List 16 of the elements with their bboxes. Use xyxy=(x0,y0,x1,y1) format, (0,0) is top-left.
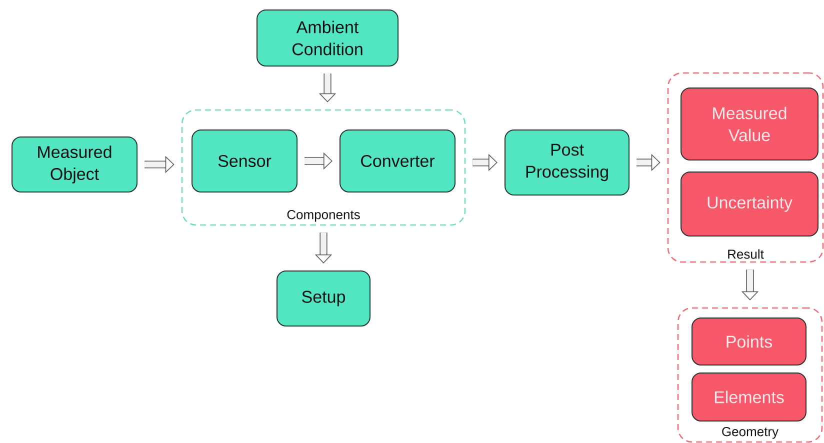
process-box: Setup xyxy=(276,270,370,326)
process-box: Uncertainty xyxy=(680,172,818,236)
process-box: Measured Value xyxy=(680,88,818,160)
group-label: Components xyxy=(287,210,360,222)
process-box: Elements xyxy=(692,372,806,422)
process-box: Ambient Condition xyxy=(256,10,398,66)
process-box: Post Processing xyxy=(504,130,630,196)
group-frame xyxy=(181,109,466,226)
process-box: Converter xyxy=(340,130,456,192)
group-label: Geometry xyxy=(722,427,779,439)
group-frame xyxy=(667,72,824,263)
group-label: Result xyxy=(728,249,764,259)
process-box: Measured Object xyxy=(12,136,138,192)
process-box: Sensor xyxy=(192,130,298,192)
group-frame xyxy=(677,307,823,443)
process-box: Points xyxy=(692,318,806,366)
